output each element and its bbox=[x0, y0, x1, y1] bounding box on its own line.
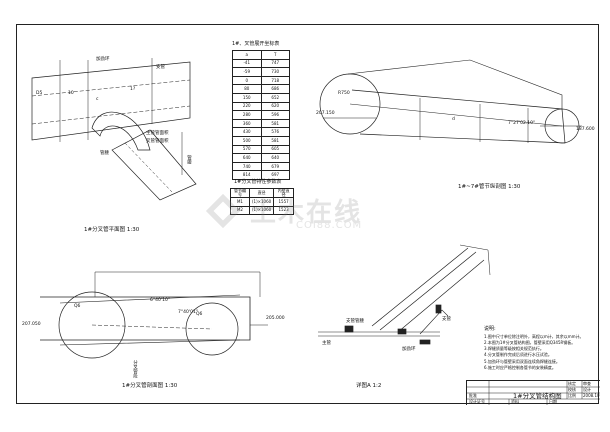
watermark: 土木在线 COI88.COM bbox=[200, 190, 415, 234]
plan-label-branch-area: 叉管管面积 bbox=[146, 139, 169, 144]
plan-branch bbox=[91, 111, 151, 151]
elev-label-vertical: 分叉管段 bbox=[132, 360, 138, 378]
note-item: 5.加劲环与管壁采用双面连续角焊缝连接。 bbox=[484, 358, 560, 364]
note-item: 1.图中尺寸单位除注明外，高程以m计，其余以mm计。 bbox=[484, 333, 584, 339]
plan-label-d5: D5 bbox=[36, 91, 43, 96]
notes-title: 说明: bbox=[484, 326, 496, 332]
elev-view-caption: 1#分叉管剖面图 1:30 bbox=[122, 383, 178, 389]
plan-label-main-area: 主管管面积 bbox=[146, 131, 169, 136]
notes-block: 说明: 1.图中尺寸单位除注明外，高程以m计，其余以mm计。 2.本图为1#分叉… bbox=[484, 326, 602, 371]
plan-label-stiffener: 加劲环 bbox=[96, 57, 110, 62]
detail-label-a: 支管管腰 bbox=[346, 319, 364, 324]
drawing-frame bbox=[16, 24, 599, 404]
detail-label-c: 主管 bbox=[322, 341, 331, 346]
plan-label-right: 1? bbox=[130, 87, 136, 92]
long-label-radius: R750 bbox=[338, 91, 350, 96]
plan-label-vertical: 管腰 bbox=[186, 155, 192, 164]
drawing-title: 1#分叉管结构图 bbox=[513, 392, 562, 400]
title-block-grid bbox=[467, 381, 600, 405]
elev-label-a1: 6°40'10" bbox=[150, 298, 170, 303]
elev-label-right-el: 205.000 bbox=[266, 316, 285, 321]
plan-label-10: 10 bbox=[68, 91, 74, 96]
plan-label-branch: 支管 bbox=[156, 65, 165, 70]
detail-view-caption: 详图A 1:2 bbox=[356, 383, 382, 389]
elev-label-left-circle: Q6 bbox=[74, 304, 81, 309]
plan-view-caption: 1#分叉管平面图 1:30 bbox=[84, 227, 140, 233]
elev-label-right-circle: Q6 bbox=[196, 312, 203, 317]
watermark-en: COI88.COM bbox=[296, 220, 363, 231]
note-item: 4.分叉管制作完成后须进行水压试验。 bbox=[484, 352, 552, 358]
plan-label-c: c bbox=[96, 97, 99, 102]
param-table-title: 1#分叉管特性参数表 bbox=[234, 179, 282, 185]
note-item: 6.施工时应严格控制各管节的安装精度。 bbox=[484, 364, 556, 370]
detail-label-d: 加劲环 bbox=[402, 347, 416, 352]
elev-circle-right bbox=[185, 302, 239, 356]
coord-table-title: 1#、叉管展开坐标表 bbox=[232, 41, 280, 47]
watermark-cn: 土木在线 bbox=[250, 198, 363, 228]
long-label-left-el: 207.150 bbox=[316, 111, 335, 116]
elev-label-a2: 7°40'01" bbox=[178, 310, 198, 315]
long-view-caption: 1#~7#管节纵剖图 1:30 bbox=[458, 184, 521, 190]
watermark-logo-icon bbox=[205, 193, 241, 229]
coord-header-t: T bbox=[260, 50, 290, 60]
title-block: 核定 审查 校核 设计 批准 比例 2008.10 设计证号 资料 日期 1#分… bbox=[466, 380, 600, 405]
elev-circle-left bbox=[58, 291, 126, 359]
note-item: 2.本图为1#分叉管结构图，管壁采用Q345R钢板。 bbox=[484, 339, 576, 345]
long-label-seg: d bbox=[452, 117, 455, 122]
note-item: 3.焊缝质量等级按相关规范执行。 bbox=[484, 346, 544, 352]
detail-label-b: 支管 bbox=[442, 317, 451, 322]
plan-branch-pipe bbox=[111, 129, 197, 201]
plan-main-pipe bbox=[31, 61, 191, 141]
coord-header-a: a bbox=[232, 50, 262, 60]
long-label-right-el: 187.600 bbox=[576, 127, 595, 132]
plan-label-waist: 管腰 bbox=[100, 151, 109, 156]
elev-label-left-el: 207.050 bbox=[22, 322, 41, 327]
long-label-angle: 7°27'02.10" bbox=[508, 121, 536, 126]
